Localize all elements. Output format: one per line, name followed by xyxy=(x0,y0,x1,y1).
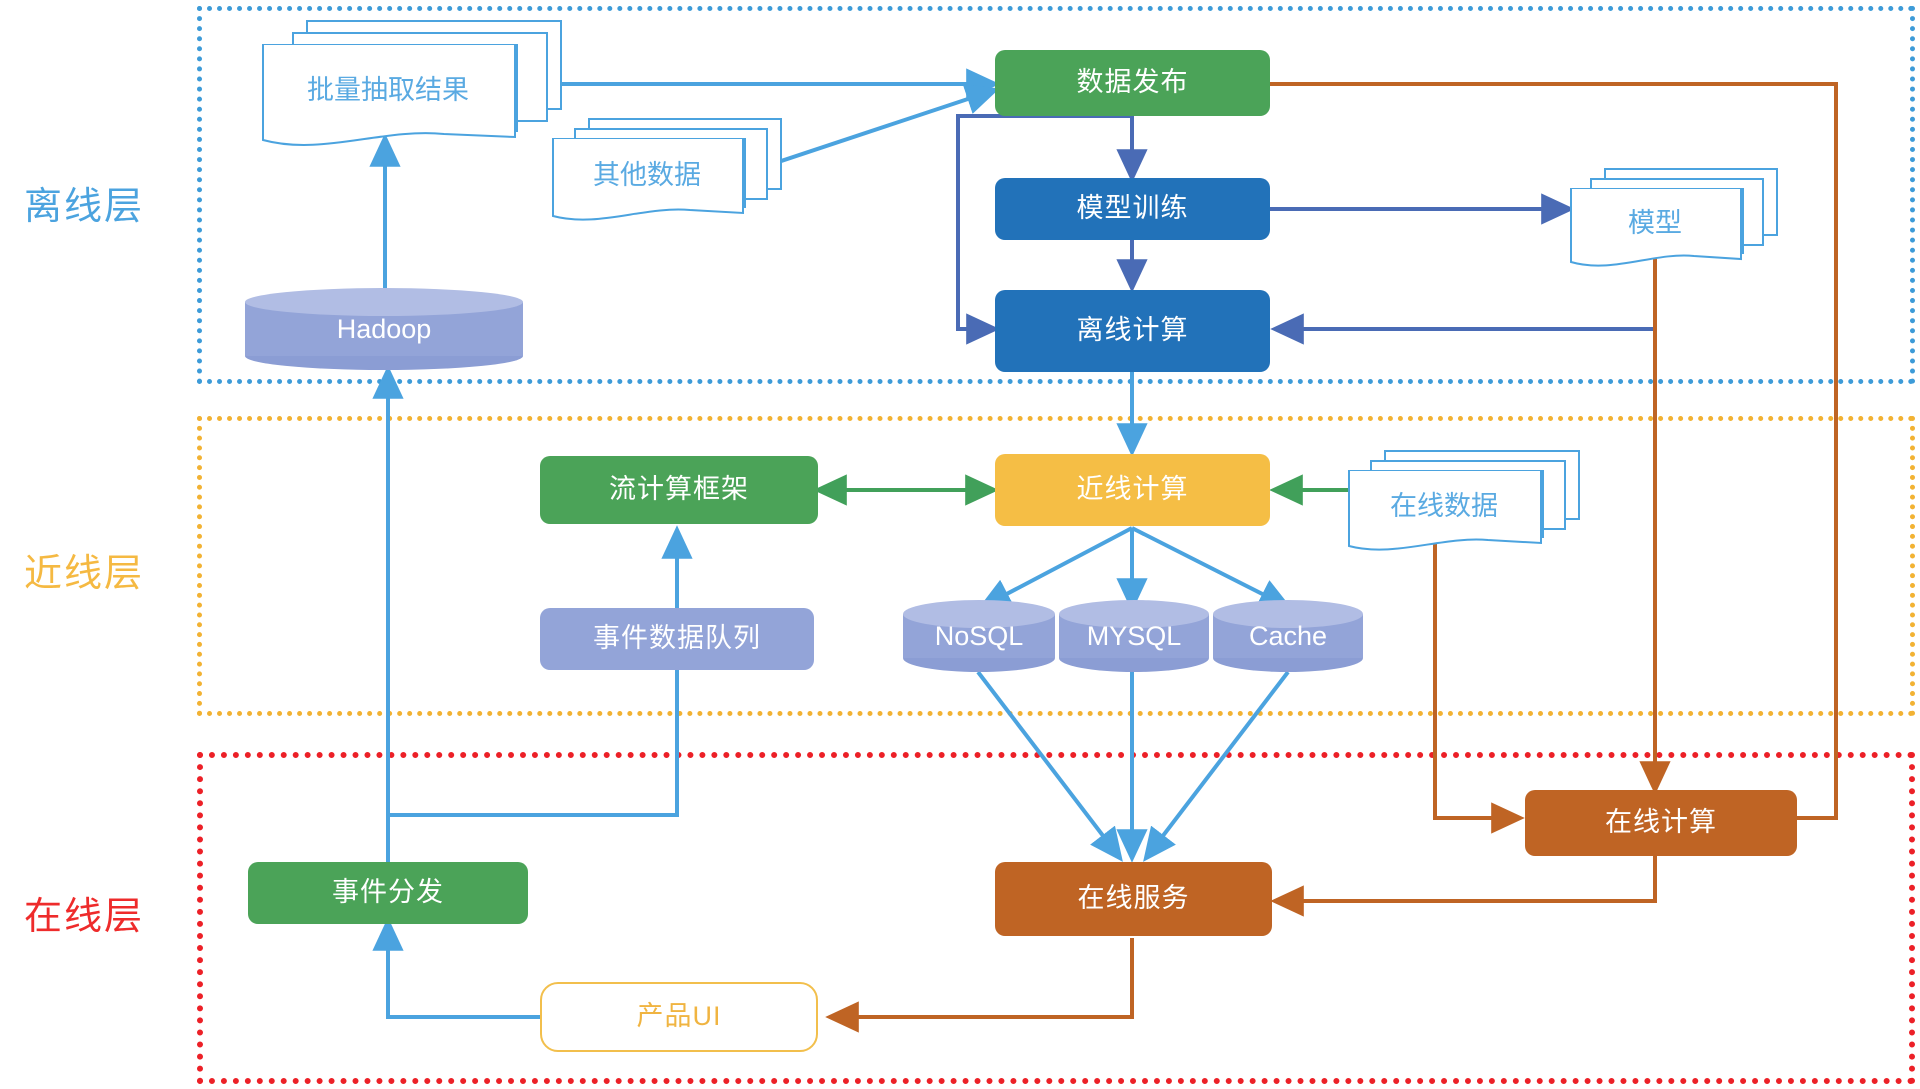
doc-label: 其他数据 xyxy=(593,159,701,190)
edge-nearline-to-nosql xyxy=(977,528,1132,610)
edge-nearline-to-cache xyxy=(1132,528,1293,610)
node-offline-compute[interactable]: 离线计算 xyxy=(995,290,1270,372)
node-product-ui[interactable]: 产品UI xyxy=(540,982,818,1052)
layer-band-nearline xyxy=(197,416,1915,716)
cylinder-top xyxy=(903,600,1055,628)
node-online-compute[interactable]: 在线计算 xyxy=(1525,790,1797,856)
doc-wave-bottom xyxy=(1348,471,1542,551)
doc-label: 批量抽取结果 xyxy=(307,74,469,105)
node-event-queue[interactable]: 事件数据队列 xyxy=(540,608,814,670)
db-label: Cache xyxy=(1248,620,1328,651)
doc-label: 模型 xyxy=(1628,207,1682,238)
db-label: MYSQL xyxy=(1086,620,1182,651)
doc-wave-bottom xyxy=(1570,189,1742,267)
layer-band-offline xyxy=(197,6,1915,384)
edge-otherdata-to-publish xyxy=(760,84,1000,168)
edge-onlinecompute-to-onlineservice xyxy=(1270,846,1655,917)
edge-onlineservice-to-productui xyxy=(825,938,1132,1033)
db-label: NoSQL xyxy=(934,620,1024,651)
doc-label: 在线数据 xyxy=(1390,490,1498,521)
doc-batch-extract-result[interactable]: 批量抽取结果 xyxy=(262,20,562,146)
db-nosql[interactable]: NoSQL xyxy=(903,600,1055,672)
layer-label-nearline: 近线层 xyxy=(24,553,145,595)
layer-label-online: 在线层 xyxy=(24,896,145,938)
node-data-publish[interactable]: 数据发布 xyxy=(995,50,1270,116)
edge-onlinedata-to-onlinecompute xyxy=(1435,530,1525,834)
doc-wave-bottom xyxy=(262,45,516,146)
db-label: Hadoop xyxy=(336,313,432,344)
doc-online-data[interactable]: 在线数据 xyxy=(1348,450,1588,551)
db-cache[interactable]: Cache xyxy=(1213,600,1363,672)
node-nearline-compute[interactable]: 近线计算 xyxy=(995,454,1270,526)
edge-nosql-to-onlineservice xyxy=(978,672,1123,862)
node-model-training[interactable]: 模型训练 xyxy=(995,178,1270,240)
doc-other-data[interactable]: 其他数据 xyxy=(552,118,782,221)
cylinder-top xyxy=(1059,600,1209,628)
doc-wave-bottom xyxy=(552,139,744,221)
edge-eventdispatch-to-queue-line xyxy=(388,668,677,880)
layer-band-online xyxy=(197,752,1915,1084)
db-mysql[interactable]: MYSQL xyxy=(1059,600,1209,672)
node-event-dispatch[interactable]: 事件分发 xyxy=(248,862,528,924)
node-online-service[interactable]: 在线服务 xyxy=(995,862,1272,936)
doc-model[interactable]: 模型 xyxy=(1570,168,1790,267)
cylinder-top xyxy=(1213,600,1363,628)
edge-productui-to-eventdispatch xyxy=(372,917,540,1017)
edge-publish-to-offlinecompute xyxy=(958,116,1132,345)
layer-label-offline: 离线层 xyxy=(24,186,145,228)
cylinder-top xyxy=(245,288,523,316)
edge-cache-to-onlineservice xyxy=(1143,672,1288,862)
node-stream-framework[interactable]: 流计算框架 xyxy=(540,456,818,524)
db-hadoop[interactable]: Hadoop xyxy=(245,288,523,370)
